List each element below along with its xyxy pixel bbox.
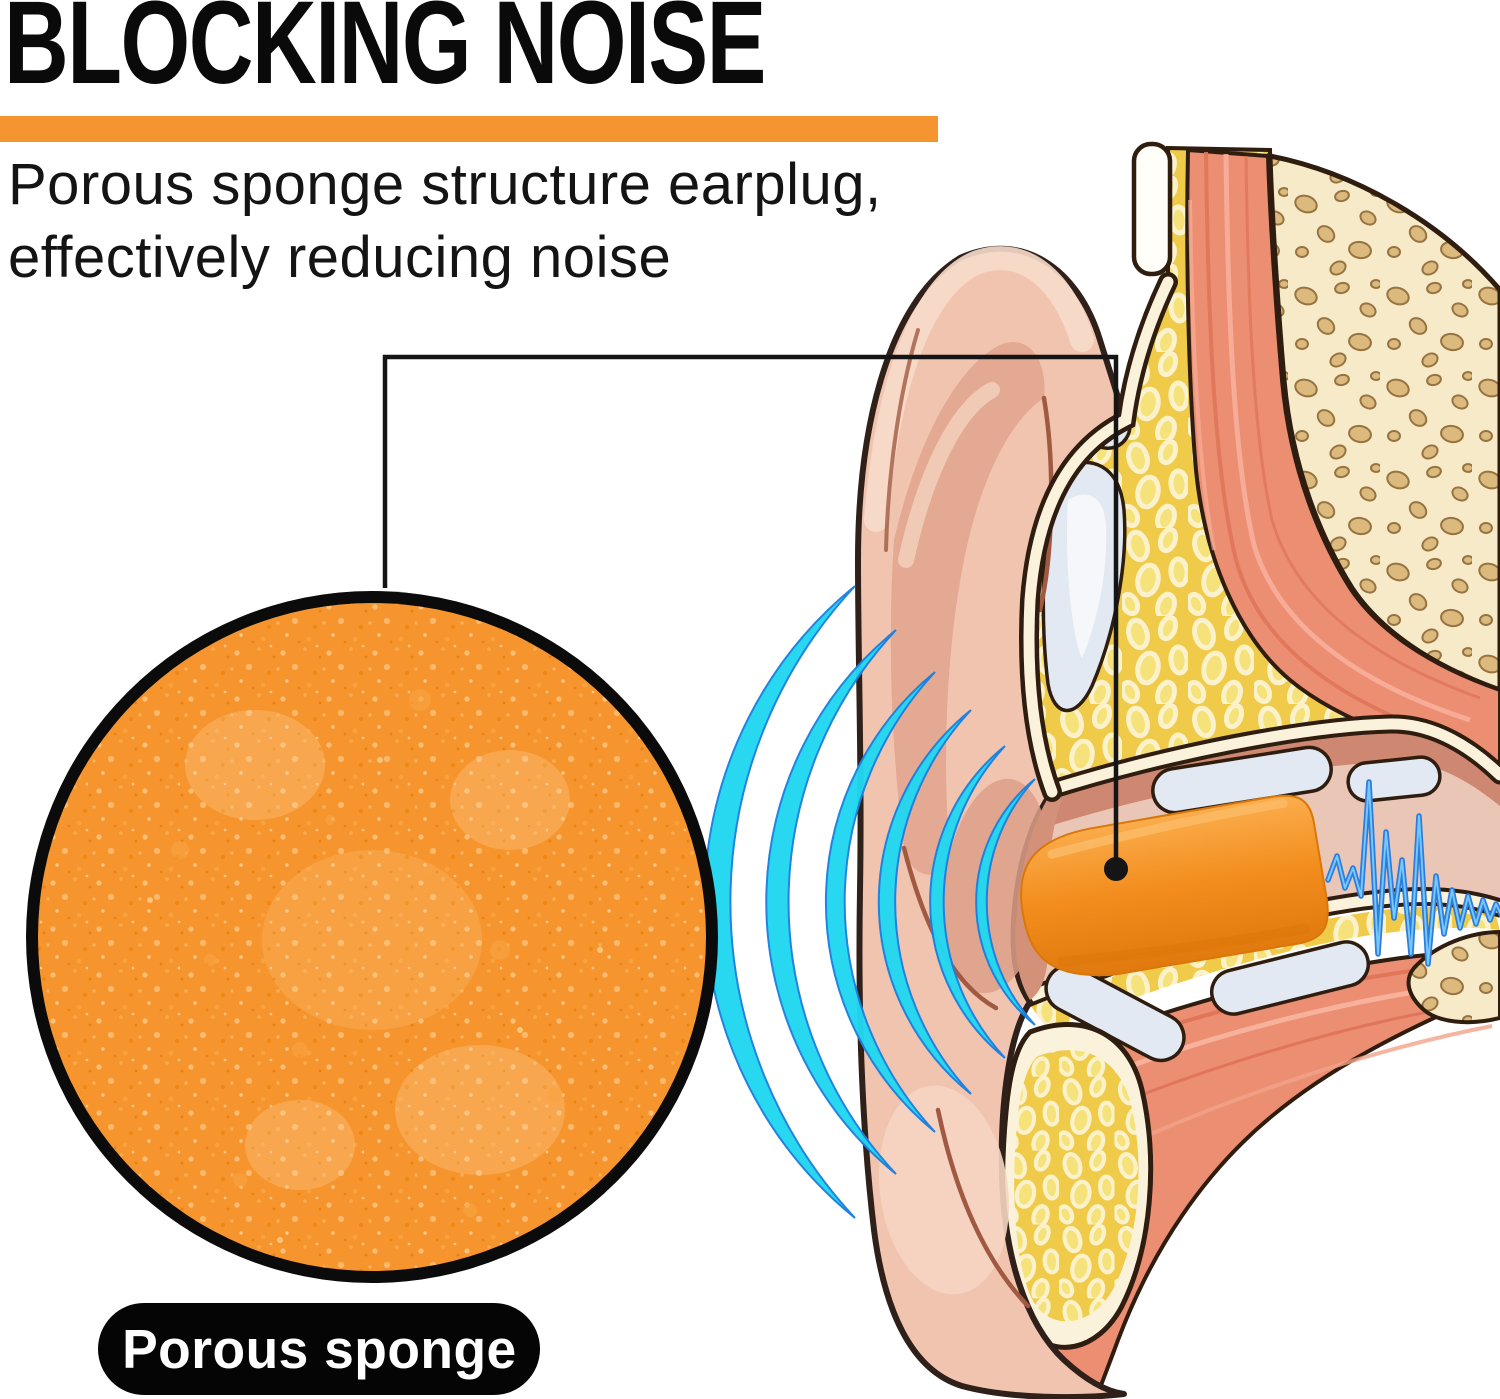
subtitle: Porous sponge structure earplug, effecti… — [8, 148, 882, 294]
ear-cross-section-illustration — [703, 141, 1500, 1399]
page-title: BLOCKING NOISE — [4, 0, 766, 109]
accent-bar — [0, 116, 938, 142]
callout-endpoint-dot — [1104, 857, 1128, 881]
attenuated-waveform — [1325, 779, 1500, 967]
callout-connector — [382, 354, 1128, 881]
sound-wave-arcs — [703, 585, 1036, 1219]
bone-patch-lower — [1406, 929, 1500, 1025]
bone-channel-slot — [1131, 141, 1173, 277]
earlobe-cartilage — [1000, 1022, 1154, 1350]
foam-earplug — [1020, 794, 1329, 977]
porous-sponge-label-text: Porous sponge — [121, 1318, 517, 1380]
outer-ear-pinna — [855, 245, 1127, 1399]
ear-canal-top-shadow — [1044, 723, 1500, 826]
subtitle-line-2: effectively reducing noise — [8, 225, 672, 291]
subtitle-line-1: Porous sponge structure earplug, — [8, 152, 882, 217]
perichondrium-band — [1019, 272, 1178, 802]
sponge-magnifier-circle — [26, 591, 718, 1283]
porous-sponge-label: Porous sponge — [98, 1303, 540, 1395]
gray-cartilage-lumps — [1041, 376, 1442, 1063]
